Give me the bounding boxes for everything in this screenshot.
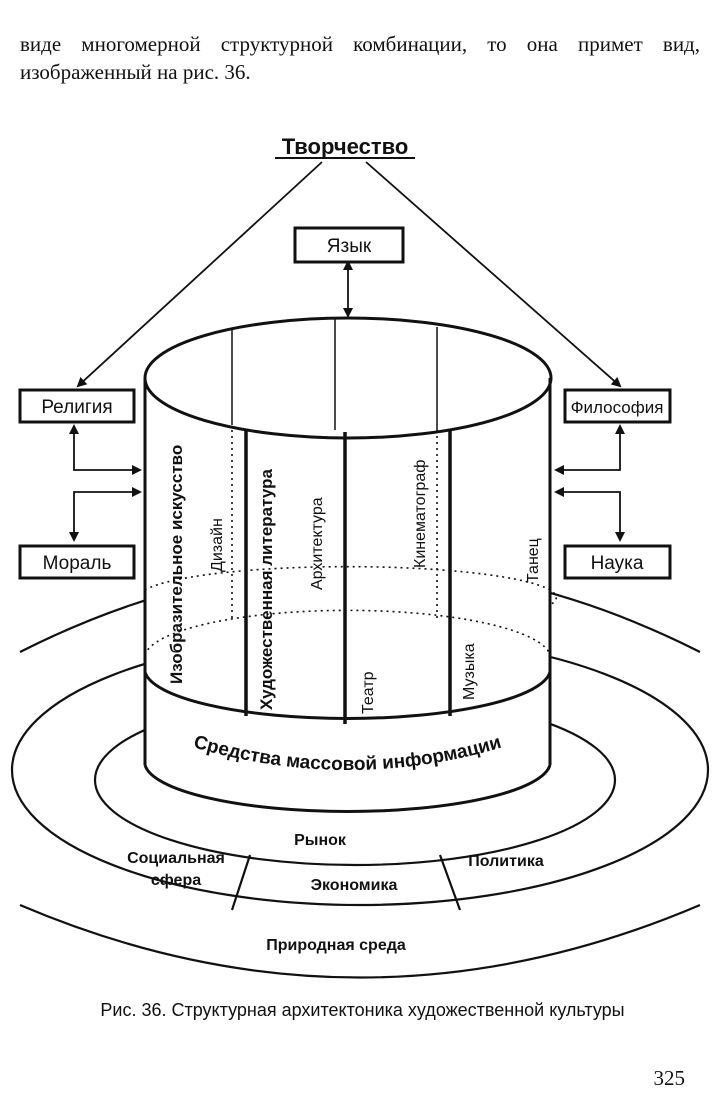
arrow-science-cylinder [554,487,625,542]
paragraph-line-1: виде многомерной структурной комбинации,… [20,32,700,56]
arrow-to-religion [76,161,323,388]
philosophy-label: Философия [571,398,664,417]
arrow-to-philosophy [365,161,622,388]
science-box [563,544,672,580]
music-label: Музыка [461,643,478,700]
sector-divider-right [438,854,462,911]
page-number: 325 [653,1066,686,1090]
design-label: Дизайн [209,518,226,572]
theatre-label: Театр [360,671,377,714]
dance-label: Танец [525,538,542,583]
paragraph-line-2: изображенный на рис. 36. [20,60,251,84]
morality-label: Мораль [43,553,112,574]
cylinder-top [143,316,553,440]
language-label: Язык [327,236,372,257]
figure-caption: Рис. 36. Структурная архитектоника худож… [100,1000,625,1020]
philosophy-box [563,388,672,424]
fine-arts-label: Изобразительное искусство [167,445,186,684]
economy-label: Экономика [311,877,398,894]
science-label: Наука [591,553,644,574]
architecture-label: Архитектура [309,497,326,590]
social-sphere-label-1: Социальная [127,850,225,867]
creativity-title: Творчество [282,134,409,159]
arrow-morality-cylinder [69,487,142,542]
arrow-religion-cylinder [69,424,142,475]
cylinder-band-line [143,671,552,720]
body-paragraph: виде многомерной структурной комбинации,… [20,30,700,86]
arrow-philosophy-cylinder [554,424,625,475]
politics-label: Политика [468,853,544,870]
cinema-label: Кинематограф [412,460,429,568]
language-box [293,226,405,264]
social-sphere-label-2: сфера [151,872,201,889]
religion-box [18,388,136,424]
religion-label: Религия [41,397,112,418]
market-label: Рынок [294,832,347,849]
literature-label: Художественная литература [257,469,276,710]
sector-divider-left [230,854,252,911]
outer-ellipse-bottom [19,903,701,979]
morality-box [18,544,136,580]
natural-environment-label: Природная среда [266,937,406,954]
cylinder-bottom [143,764,552,813]
